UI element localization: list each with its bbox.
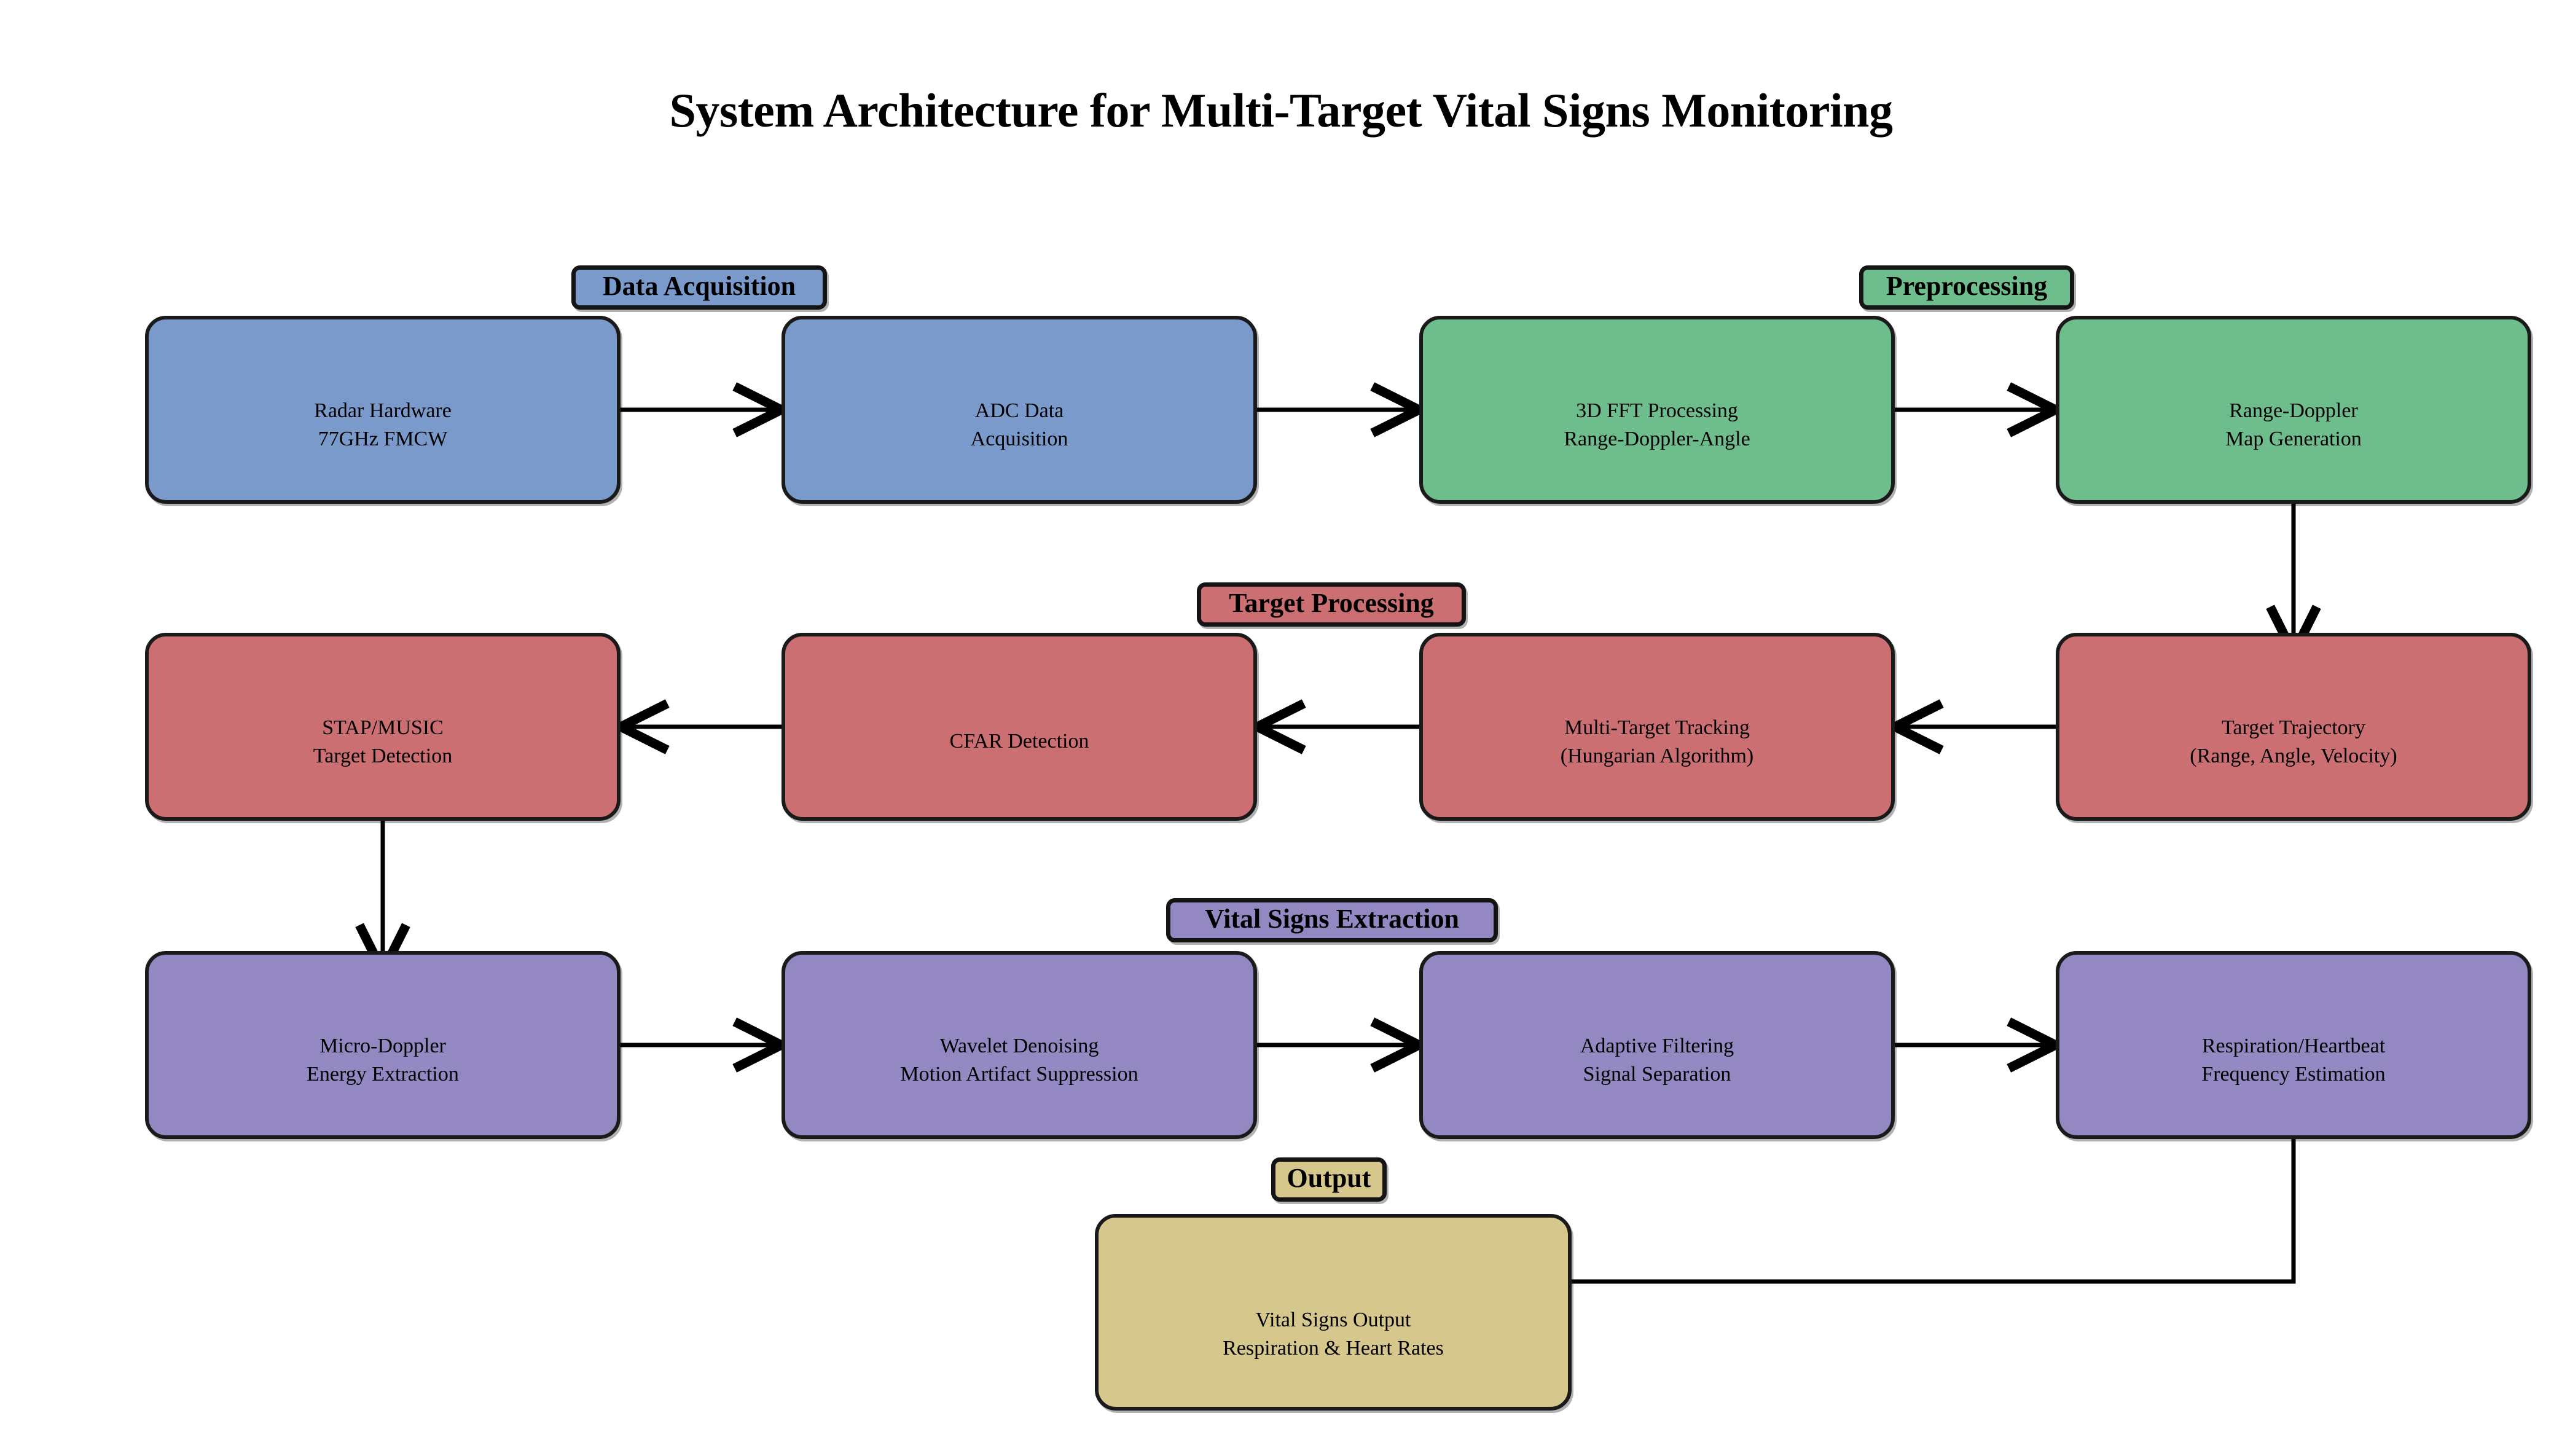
node-label-line1: CFAR Detection xyxy=(949,730,1089,753)
node-label-line1: ADC Data xyxy=(974,399,1064,422)
node-trajectory[interactable]: Target Trajectory (Range, Angle, Velocity… xyxy=(2056,633,2531,821)
node-label: Radar Hardware 77GHz FMCW xyxy=(149,397,617,453)
node-label-line2: (Range, Angle, Velocity) xyxy=(2190,744,2397,767)
node-label-line2: Map Generation xyxy=(2225,427,2362,450)
node-label-line1: Target Trajectory xyxy=(2222,716,2365,739)
node-label-line1: Vital Signs Output xyxy=(1255,1309,1411,1331)
group-label-output: Output xyxy=(1271,1157,1387,1202)
node-label: Multi-Target Tracking (Hungarian Algorith… xyxy=(1423,714,1891,770)
node-label-line1: Multi-Target Tracking xyxy=(1564,716,1750,739)
node-label-line2: (Hungarian Algorithm) xyxy=(1560,744,1754,767)
node-label: Target Trajectory (Range, Angle, Velocity… xyxy=(2059,714,2528,770)
node-label-line2: Motion Artifact Suppression xyxy=(900,1062,1138,1086)
node-label-line2: Frequency Estimation xyxy=(2201,1062,2386,1086)
group-label-vital_signs_extraction: Vital Signs Extraction xyxy=(1166,898,1498,942)
node-label-line2: Respiration & Heart Rates xyxy=(1223,1336,1444,1360)
node-label-line1: STAP/MUSIC xyxy=(322,716,444,739)
node-label-line2: Signal Separation xyxy=(1583,1062,1731,1086)
node-label-line1: Radar Hardware xyxy=(314,399,452,422)
node-cfar[interactable]: CFAR Detection xyxy=(782,633,1257,821)
node-label-line2: 77GHz FMCW xyxy=(318,427,448,450)
node-label-line1: Micro-Doppler xyxy=(319,1035,446,1057)
node-label-line1: 3D FFT Processing xyxy=(1576,399,1738,422)
group-label-preprocessing: Preprocessing xyxy=(1859,265,2074,310)
node-label-line2: Target Detection xyxy=(313,744,453,767)
group-label-target_processing: Target Processing xyxy=(1197,582,1466,627)
node-label: STAP/MUSIC Target Detection xyxy=(149,714,617,770)
node-label-line1: Adaptive Filtering xyxy=(1580,1035,1734,1057)
group-label-data_acquisition: Data Acquisition xyxy=(571,265,827,310)
page-title: System Architecture for Multi-Target Vit… xyxy=(669,84,1893,137)
node-label: CFAR Detection xyxy=(785,727,1253,756)
node-label-line1: Respiration/Heartbeat xyxy=(2201,1035,2386,1057)
node-tracking[interactable]: Multi-Target Tracking (Hungarian Algorith… xyxy=(1419,633,1895,821)
node-label-line2: Range-Doppler-Angle xyxy=(1564,427,1750,450)
node-label-line1: Wavelet Denoising xyxy=(939,1035,1099,1057)
node-stap_music[interactable]: STAP/MUSIC Target Detection xyxy=(145,633,621,821)
node-radar_hw[interactable]: Radar Hardware 77GHz FMCW xyxy=(145,316,621,504)
node-label-line1: Range-Doppler xyxy=(2229,399,2358,422)
node-label-line2: Energy Extraction xyxy=(307,1062,459,1086)
node-label-line2: Acquisition xyxy=(970,427,1068,450)
